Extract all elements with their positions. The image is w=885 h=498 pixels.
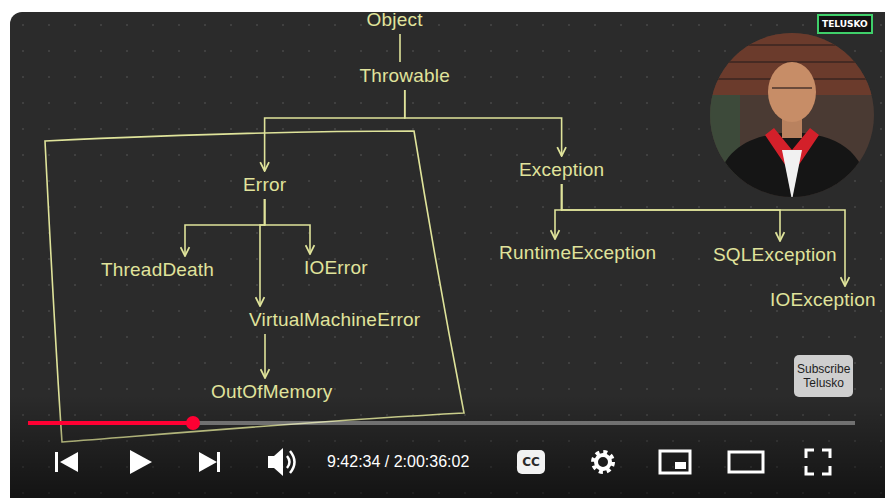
class-name: VirtualMachineError — [246, 308, 423, 332]
fullscreen-icon — [806, 450, 830, 474]
node-text: OutOfMemory — [211, 381, 333, 403]
class-name: Exception — [516, 158, 607, 182]
miniplayer-icon — [660, 451, 690, 473]
node-text: IOException — [770, 289, 876, 311]
video-time: 9:42:34 / 2:00:36:02 — [327, 452, 469, 472]
class-name: SQLException — [710, 243, 840, 267]
node-text: RuntimeException — [499, 242, 656, 264]
hierarchy-arrow — [399, 34, 401, 62]
next-icon — [199, 452, 220, 472]
hierarchy-arrow — [265, 90, 405, 171]
node-text: IOError — [304, 257, 368, 279]
class-name: Throwable — [357, 64, 454, 88]
class-name: Object — [364, 8, 426, 32]
class-name: Error — [240, 173, 289, 197]
progress-played — [28, 421, 193, 425]
hierarchy-arrow — [555, 184, 562, 239]
class-name: OutOfMemory — [208, 380, 336, 404]
theater-icon — [729, 452, 763, 472]
node-text: VirtualMachineError — [249, 309, 420, 331]
webcam-overlay — [700, 25, 885, 205]
node-text: Subscribe Telusko — [797, 362, 850, 390]
node-text: Throwable — [360, 65, 451, 87]
node-text: TELUSKO — [822, 18, 868, 30]
hierarchy-arrow — [562, 184, 780, 241]
node-text: ThreadDeath — [101, 259, 214, 281]
class-name: ThreadDeath — [98, 258, 217, 282]
hierarchy-arrow — [264, 334, 266, 378]
node-text: SQLException — [713, 244, 837, 266]
previous-icon — [55, 452, 78, 472]
hierarchy-arrow — [265, 199, 310, 254]
class-name: IOError — [301, 256, 371, 280]
volume-icon — [268, 448, 295, 476]
class-name: RuntimeException — [496, 241, 659, 265]
class-name: IOException — [767, 288, 879, 312]
node-text: Object — [367, 9, 423, 31]
control-shade — [10, 395, 885, 498]
settings-icon — [593, 452, 613, 472]
play-icon — [130, 450, 152, 474]
node-text: Error — [243, 174, 286, 196]
hierarchy-arrow — [185, 199, 265, 256]
progress-handle — [186, 416, 200, 430]
subscribe-button: Subscribe Telusko — [794, 355, 853, 397]
captions-icon: CC — [517, 450, 545, 474]
hierarchy-arrow — [562, 184, 845, 286]
progress-track — [28, 421, 855, 425]
hierarchy-arrow — [260, 199, 265, 306]
node-text: Exception — [519, 159, 604, 181]
channel-badge: TELUSKO — [817, 14, 873, 34]
hierarchy-arrow — [405, 90, 562, 156]
